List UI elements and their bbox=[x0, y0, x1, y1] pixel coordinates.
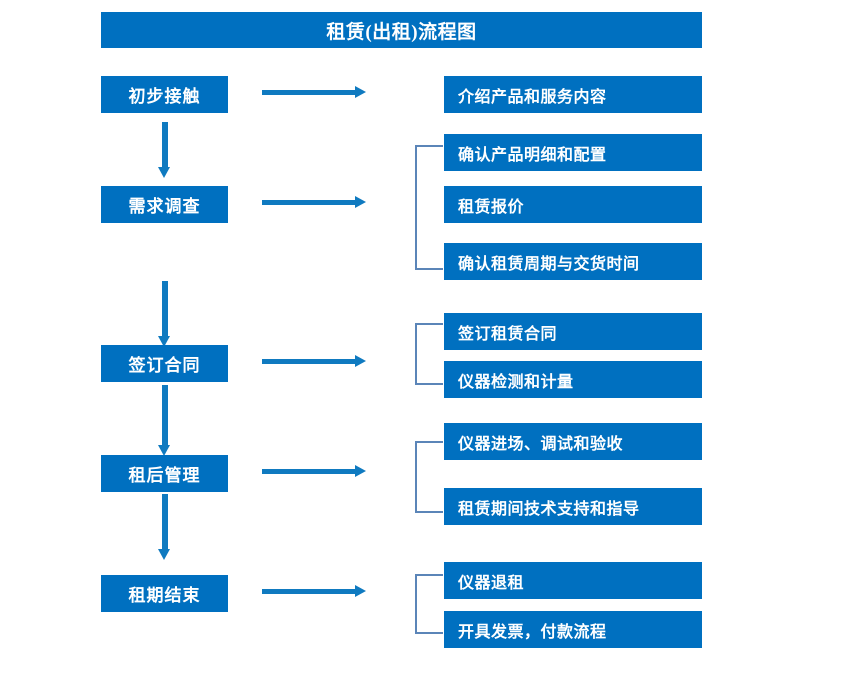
group-bracket-icon-4 bbox=[415, 441, 443, 513]
arrow-head bbox=[355, 585, 366, 597]
right-arrow-icon-1 bbox=[262, 86, 366, 99]
detail-box-3[interactable]: 租赁报价 bbox=[444, 186, 702, 223]
arrow-shaft bbox=[262, 359, 355, 364]
down-arrow-icon-1 bbox=[158, 122, 171, 178]
right-arrow-icon-5 bbox=[262, 585, 366, 598]
arrow-shaft bbox=[262, 200, 355, 205]
arrow-shaft bbox=[162, 385, 168, 445]
detail-box-8[interactable]: 租赁期间技术支持和指导 bbox=[444, 488, 702, 525]
detail-box-7[interactable]: 仪器进场、调试和验收 bbox=[444, 423, 702, 460]
detail-box-4[interactable]: 确认租赁周期与交货时间 bbox=[444, 243, 702, 280]
arrow-shaft bbox=[162, 122, 168, 167]
right-arrow-icon-3 bbox=[262, 355, 366, 368]
right-arrow-icon-4 bbox=[262, 465, 366, 478]
arrow-head bbox=[158, 336, 170, 347]
group-bracket-icon-3 bbox=[415, 323, 443, 385]
arrow-head bbox=[355, 465, 366, 477]
detail-box-6[interactable]: 仪器检测和计量 bbox=[444, 361, 702, 398]
page-title: 租赁(出租)流程图 bbox=[101, 12, 702, 48]
arrow-shaft bbox=[262, 90, 355, 95]
detail-box-1[interactable]: 介绍产品和服务内容 bbox=[444, 76, 702, 113]
arrow-shaft bbox=[262, 589, 355, 594]
stage-box-1[interactable]: 初步接触 bbox=[101, 76, 228, 113]
stage-box-4[interactable]: 租后管理 bbox=[101, 455, 228, 492]
down-arrow-icon-3 bbox=[158, 385, 171, 456]
group-bracket-icon-5 bbox=[415, 574, 443, 634]
arrow-head bbox=[355, 86, 366, 98]
arrow-head bbox=[158, 445, 170, 456]
arrow-head bbox=[355, 355, 366, 367]
detail-box-2[interactable]: 确认产品明细和配置 bbox=[444, 134, 702, 171]
down-arrow-icon-2 bbox=[158, 281, 171, 347]
stage-box-2[interactable]: 需求调查 bbox=[101, 186, 228, 223]
arrow-shaft bbox=[162, 281, 168, 336]
detail-box-5[interactable]: 签订租赁合同 bbox=[444, 313, 702, 350]
group-bracket-icon-2 bbox=[415, 145, 443, 270]
arrow-shaft bbox=[262, 469, 355, 474]
arrow-head bbox=[355, 196, 366, 208]
right-arrow-icon-2 bbox=[262, 196, 366, 209]
arrow-head bbox=[158, 549, 170, 560]
arrow-shaft bbox=[162, 494, 168, 549]
detail-box-10[interactable]: 开具发票，付款流程 bbox=[444, 611, 702, 648]
stage-box-3[interactable]: 签订合同 bbox=[101, 345, 228, 382]
down-arrow-icon-4 bbox=[158, 494, 171, 560]
detail-box-9[interactable]: 仪器退租 bbox=[444, 562, 702, 599]
stage-box-5[interactable]: 租期结束 bbox=[101, 575, 228, 612]
arrow-head bbox=[158, 167, 170, 178]
